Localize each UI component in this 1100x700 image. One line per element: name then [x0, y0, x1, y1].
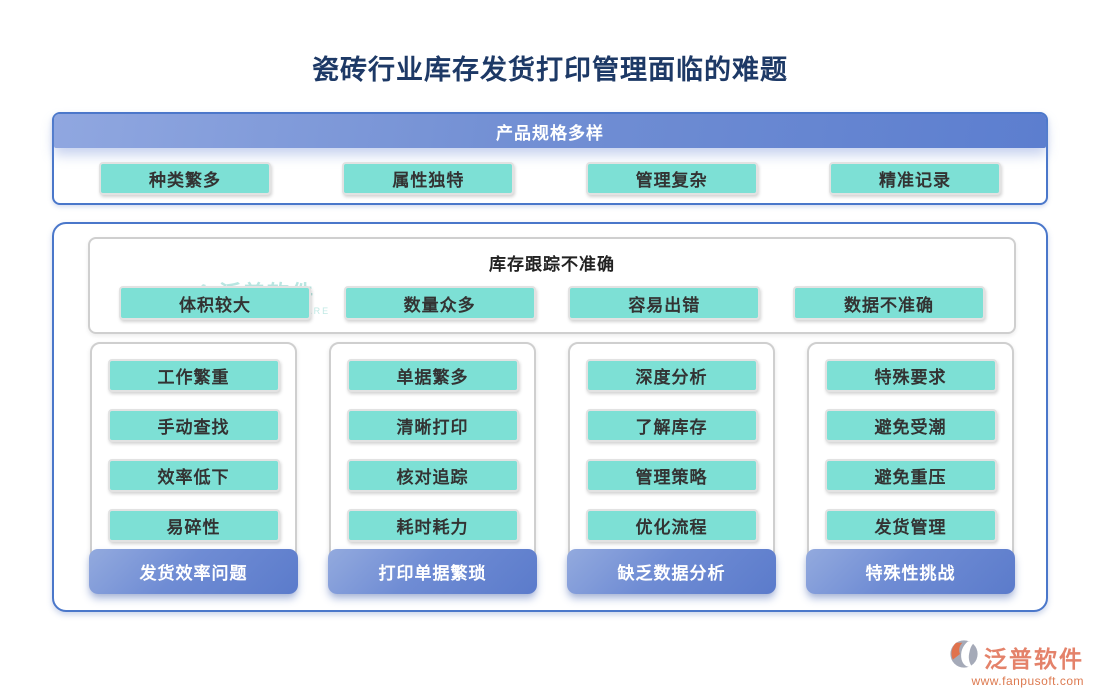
column-item: 深度分析: [585, 359, 758, 392]
tracking-item-quantity: 数量众多: [343, 286, 536, 320]
spec-item-variety: 种类繁多: [99, 162, 271, 195]
column-footer-shipping-efficiency: 发货效率问题: [89, 549, 298, 594]
challenge-columns: 工作繁重 手动查找 效率低下 易碎性 发货效率问题 单据繁多 清晰打印 核对追踪…: [89, 342, 1015, 594]
column-item: 单据繁多: [346, 359, 519, 392]
column-item: 避免重压: [824, 459, 997, 492]
column-item: 管理策略: [585, 459, 758, 492]
column-item: 优化流程: [585, 509, 758, 542]
column-special-challenges: 特殊要求 避免受潮 避免重压 发货管理 特殊性挑战: [806, 342, 1015, 594]
tracking-item-errors: 容易出错: [568, 286, 761, 320]
product-spec-section: 产品规格多样 种类繁多 属性独特 管理复杂 精准记录: [52, 112, 1048, 205]
column-data-analysis: 深度分析 了解库存 管理策略 优化流程 缺乏数据分析: [567, 342, 776, 594]
column-item: 工作繁重: [107, 359, 280, 392]
tracking-item-data: 数据不准确: [792, 286, 985, 320]
column-item: 效率低下: [107, 459, 280, 492]
column-item: 手动查找: [107, 409, 280, 442]
column-item: 易碎性: [107, 509, 280, 542]
column-printing-documents: 单据繁多 清晰打印 核对追踪 耗时耗力 打印单据繁琐: [328, 342, 537, 594]
column-item: 避免受潮: [824, 409, 997, 442]
column-item: 了解库存: [585, 409, 758, 442]
column-footer-special-challenges: 特殊性挑战: [806, 549, 1015, 594]
brand-url-link[interactable]: www.fanpusoft.com: [971, 674, 1084, 688]
page-title: 瓷砖行业库存发货打印管理面临的难题: [312, 55, 788, 85]
column-footer-data-analysis: 缺乏数据分析: [567, 549, 776, 594]
column-item: 特殊要求: [824, 359, 997, 392]
column-footer-printing-documents: 打印单据繁琐: [328, 549, 537, 594]
product-spec-header: 产品规格多样: [54, 114, 1046, 148]
fanpu-swoosh-logo-icon: [948, 638, 980, 675]
inventory-tracking-section: 库存跟踪不准确 体积较大 数量众多 容易出错 数据不准确: [88, 237, 1016, 334]
column-item: 耗时耗力: [346, 509, 519, 542]
inventory-tracking-items-row: 体积较大 数量众多 容易出错 数据不准确: [90, 275, 1014, 320]
spec-item-management: 管理复杂: [585, 162, 758, 195]
spec-item-records: 精准记录: [828, 162, 1001, 195]
brand-footer: 泛普软件 www.fanpusoft.com: [948, 638, 1084, 688]
column-item: 清晰打印: [346, 409, 519, 442]
column-item: 发货管理: [824, 509, 997, 542]
spec-item-attributes: 属性独特: [342, 162, 515, 195]
brand-name: 泛普软件: [984, 645, 1084, 672]
product-spec-items-row: 种类繁多 属性独特 管理复杂 精准记录: [54, 148, 1046, 195]
tracking-item-volume: 体积较大: [119, 286, 311, 320]
column-item: 核对追踪: [346, 459, 519, 492]
inventory-tracking-header: 库存跟踪不准确: [489, 255, 615, 274]
challenges-section: 泛普软件 FANPU SOFTWARE 库存跟踪不准确 体积较大 数量众多 容易…: [52, 222, 1048, 612]
column-shipping-efficiency: 工作繁重 手动查找 效率低下 易碎性 发货效率问题: [89, 342, 298, 594]
